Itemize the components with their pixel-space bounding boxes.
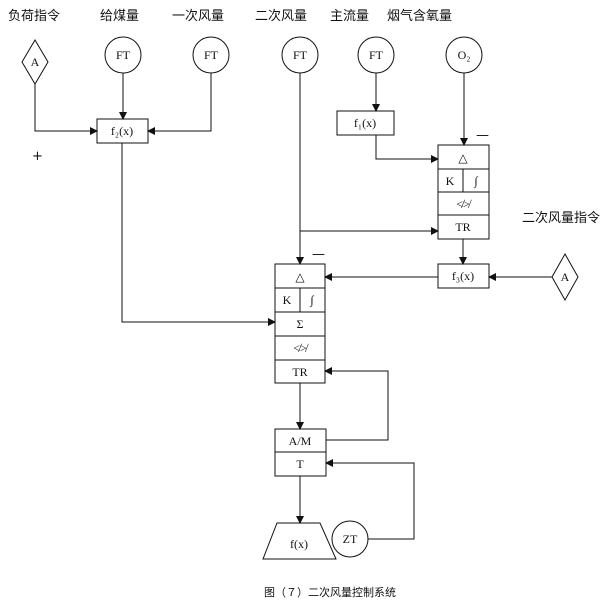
- main-controller-k-label: K: [283, 293, 292, 307]
- f3-function-block: [437, 263, 490, 289]
- secondary-air-command-diamond-label: A: [561, 270, 570, 284]
- am-station-t: [274, 451, 327, 477]
- secondary-air-transmitter-label: FT: [293, 48, 308, 62]
- load-to-f2-line: [34, 84, 98, 135]
- main-controller-delta: [274, 263, 326, 289]
- f3-function-label: f₃(x): [452, 269, 474, 283]
- coal-flow-transmitter-label: FT: [116, 48, 131, 62]
- figure-caption: 图（７）二次风量控制系统: [264, 585, 396, 599]
- plus-sign: +: [32, 149, 43, 164]
- position-transmitter-label: ZT: [343, 532, 358, 546]
- upper-controller-integral-label: ∫: [473, 174, 478, 188]
- main-controller-limit: [274, 335, 326, 361]
- main-controller-delta-label: △: [295, 270, 305, 284]
- label-flue-o2: 烟气含氧量: [387, 8, 452, 24]
- main-controller-integral: [299, 287, 326, 313]
- label-primary-air: 一次风量: [172, 8, 224, 24]
- am-station-t-label: T: [296, 457, 304, 471]
- upper-controller-minus-sign: —: [476, 128, 489, 143]
- am-station-am-label: A/M: [289, 434, 312, 448]
- label-coal-feed: 给煤量: [100, 9, 139, 24]
- o2-analyzer-label: O₂: [458, 48, 471, 62]
- main-controller-minus-sign: —: [312, 247, 325, 262]
- main-controller-integral-label: ∫: [309, 293, 314, 307]
- main-flow-transmitter-label: FT: [369, 48, 384, 62]
- secondary-air-command-diamond: [551, 252, 579, 302]
- load-command-diamond-label: A: [31, 55, 40, 69]
- upper-controller-delta-label: △: [458, 151, 468, 165]
- main-controller-sum-label: Σ: [297, 317, 304, 331]
- f1-function-label: f₁(x): [354, 116, 376, 130]
- main-controller-tr-label: TR: [292, 365, 307, 379]
- label-secondary-air-command: 二次风量指令: [522, 210, 600, 226]
- upper-controller-k-label: K: [446, 174, 455, 188]
- upper-controller-tr-label: TR: [455, 220, 470, 234]
- label-secondary-air: 二次风量: [255, 8, 307, 24]
- actuator-block: [262, 522, 337, 560]
- primary-air-transmitter-label: FT: [204, 48, 219, 62]
- f1-function-block: [336, 110, 395, 136]
- primary-air-to-f2-line: [147, 73, 212, 135]
- main-controller-sum: [274, 311, 326, 337]
- upper-controller-limit-label: ≮≯: [456, 197, 472, 211]
- f2-to-main-controller-line: [121, 143, 276, 326]
- main-controller-limit-label: ≮≯: [293, 341, 309, 355]
- label-load-command: 负荷指令: [8, 9, 60, 24]
- am-tracking-feedback-line: [324, 367, 389, 441]
- actuator-label: f(x): [290, 537, 308, 551]
- position-feedback-line: [325, 459, 415, 540]
- label-main-flow: 主流量: [330, 9, 369, 24]
- f1-to-upper-controller-line: [375, 135, 439, 163]
- f2-function-label: f₂(x): [111, 124, 133, 138]
